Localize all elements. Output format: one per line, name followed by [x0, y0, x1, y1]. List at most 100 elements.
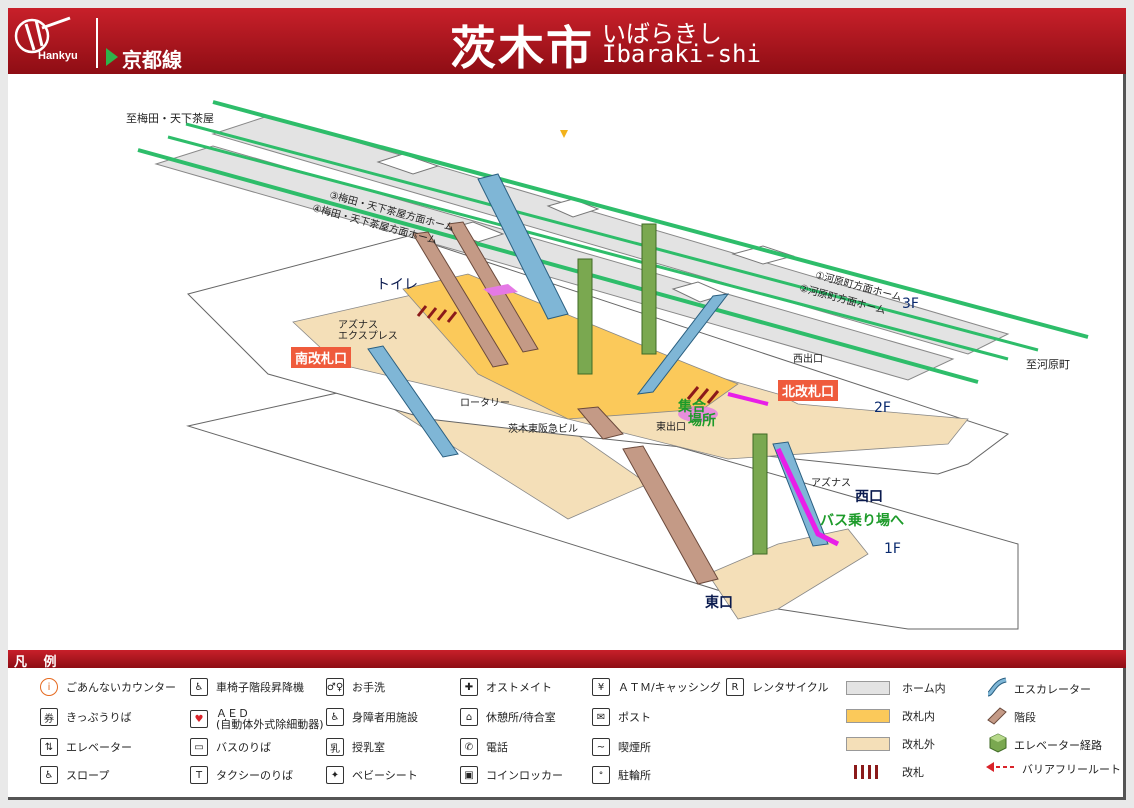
legend-swatch	[846, 709, 890, 723]
accessible-facility-icon: ♿	[326, 708, 344, 726]
bus-stop-label[interactable]: バス乗り場へ	[820, 513, 904, 529]
rental-cycle-icon: R	[726, 678, 744, 696]
rest-area-icon: ⌂	[460, 708, 478, 726]
east-exit-label[interactable]: 東口	[705, 595, 733, 611]
legend-label: ＡＥＤ (自動体外式除細動器)	[216, 707, 324, 731]
legend-label: バスのりば	[216, 740, 271, 754]
azunasu-label: アズナス	[811, 478, 851, 489]
legend-item: i ごあんないカウンター	[40, 678, 176, 696]
taxi-icon: T	[190, 766, 208, 784]
legend-item: ♿ スロープ	[40, 766, 109, 784]
hankyu-logo-icon	[14, 16, 71, 54]
legend-label: 駐輪所	[618, 768, 651, 782]
west-exit-label[interactable]: 西口	[855, 489, 883, 505]
legend-label: ポスト	[618, 710, 651, 724]
escalator	[477, 173, 569, 320]
meeting-point	[678, 406, 718, 422]
legend-label: 改札内	[902, 710, 935, 723]
legend-label: 改札	[902, 766, 924, 779]
atm-icon: ¥	[592, 678, 610, 696]
legend-label: スロープ	[66, 768, 110, 782]
legend-item: ᐤ 駐輪所	[592, 766, 651, 784]
elevator-route-icon	[986, 732, 1008, 757]
legend-area-item: 改札内	[846, 708, 935, 724]
legend-item: 券きっぷうりば	[40, 708, 132, 726]
barrier-free-route-icon	[986, 760, 1016, 777]
meeting-point-label: 集合 場所	[678, 399, 716, 429]
legend-item: ¥ＡＴＭ/キャッシング	[592, 678, 721, 696]
elevator-shaft	[752, 433, 768, 555]
locker-icon: ▣	[460, 766, 478, 784]
legend-item: ✦ベビーシート	[326, 766, 418, 784]
track-line	[167, 135, 1009, 361]
toilet-label: トイレ	[376, 277, 418, 293]
legend-route-item: エレベーター経路	[986, 732, 1102, 757]
direction-marker	[560, 130, 568, 138]
line-name: 京都線	[122, 48, 182, 72]
wheelchair-lift-icon: ♿	[190, 678, 208, 696]
smoking-icon: ~	[592, 738, 610, 756]
legend-label: 階段	[1014, 710, 1036, 724]
building-label: 茨木東阪急ビル	[508, 424, 578, 435]
phone-icon: ✆	[460, 738, 478, 756]
north-gate-label[interactable]: 北改札口	[778, 380, 839, 401]
legend-label: エスカレーター	[1014, 682, 1091, 696]
direction-kawaramachi: 至河原町	[1026, 358, 1070, 371]
platform-hole	[376, 153, 440, 175]
legend-item: ⇅エレベーター	[40, 738, 132, 756]
legend-area-item: ホーム内	[846, 680, 946, 696]
legend-label: バリアフリールート	[1022, 762, 1121, 776]
aed-icon: ♥	[190, 710, 208, 728]
baby-seat-icon: ✦	[326, 766, 344, 784]
legend-item: ♂♀お手洗	[326, 678, 385, 696]
legend-label: 授乳室	[352, 740, 385, 754]
legend-swatch	[846, 681, 890, 695]
stairs	[622, 445, 719, 585]
legend-item: R レンタサイクル	[726, 678, 828, 696]
nursing-room-icon: 乳	[326, 738, 344, 756]
header-divider	[96, 18, 98, 68]
legend-label: 休憩所/待合室	[486, 710, 556, 724]
slope-icon: ♿	[40, 766, 58, 784]
floor-1f-east	[707, 528, 869, 620]
post-icon: ✉	[592, 708, 610, 726]
escalator-icon	[986, 676, 1008, 701]
legend-item: ✉ ポスト	[592, 708, 651, 726]
station-map: 至梅田・天下茶屋 至河原町 ③梅田・天下茶屋方面ホーム ④梅田・天下茶屋方面ホー…	[8, 74, 1126, 648]
elevator-shaft	[577, 258, 593, 375]
elevator-shaft	[641, 223, 657, 355]
line-arrow-icon	[106, 48, 118, 66]
bicycle-parking-icon: ᐤ	[592, 766, 610, 784]
legend-item: 乳授乳室	[326, 738, 385, 756]
floor-3f-label: 3F	[902, 296, 919, 312]
ostomate-icon: ✚	[460, 678, 478, 696]
legend-swatch	[846, 737, 890, 751]
escalator	[636, 293, 730, 395]
floor-2f-label: 2F	[874, 400, 891, 416]
floor-1f-label: 1F	[884, 541, 901, 557]
legend-label: レンタサイクル	[752, 680, 829, 694]
track-line	[185, 122, 1039, 352]
elevator-icon: ⇅	[40, 738, 58, 756]
legend-label: 車椅子階段昇降機	[216, 680, 304, 694]
legend-item: ✆電話	[460, 738, 508, 756]
station-title: 茨木市	[450, 21, 594, 75]
legend-title: 凡 例	[14, 655, 63, 670]
track-line	[137, 148, 979, 384]
header-bar	[8, 8, 1126, 74]
logo-text: Hankyu	[38, 50, 78, 62]
legend-item: ♥ ＡＥＤ (自動体外式除細動器)	[190, 708, 324, 730]
legend-swatch	[854, 765, 880, 779]
ticket-gates-south	[416, 305, 458, 323]
track-line	[212, 100, 1089, 339]
legend-route-item: バリアフリールート	[986, 760, 1121, 777]
legend-route-item: エスカレーター	[986, 676, 1091, 701]
legend-item: ▣コインロッカー	[460, 766, 563, 784]
south-gate-label[interactable]: 南改札口	[291, 347, 352, 368]
west-exit-mouth-label: 西出口	[793, 354, 823, 365]
legend-label: ごあんないカウンター	[66, 680, 176, 694]
ticket-gates-north	[686, 386, 720, 404]
info-icon: i	[40, 678, 58, 696]
legend-item: ⌂ 休憩所/待合室	[460, 708, 556, 726]
